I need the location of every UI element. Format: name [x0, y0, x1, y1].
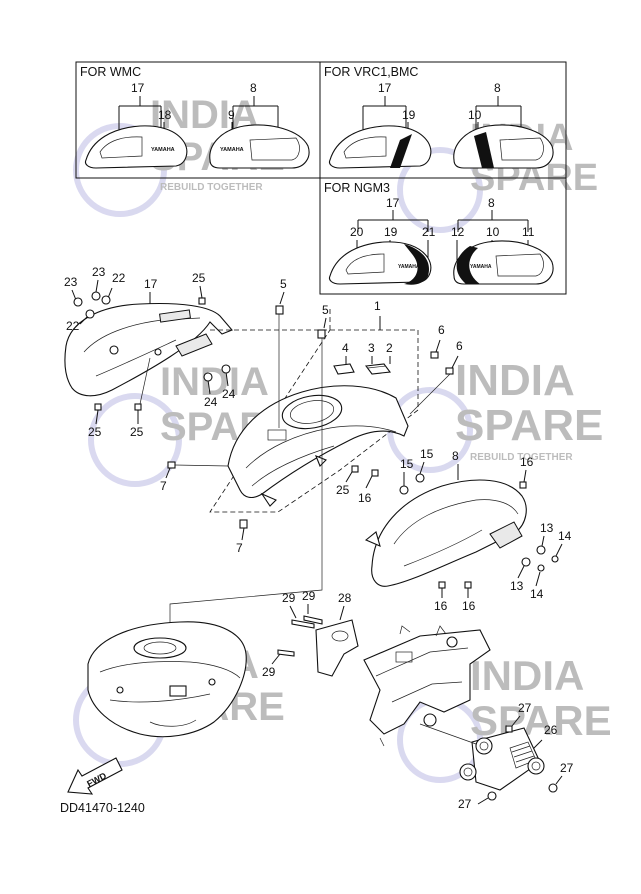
right-cover-assembly: 8 15 15 16 16 16 13 14 13 14: [364, 447, 572, 613]
callout-6: 6: [456, 339, 463, 353]
watermark-line1: INDIA: [470, 652, 584, 699]
callout-17: 17: [386, 196, 400, 210]
fuel-tank: [87, 338, 323, 738]
callout-12: 12: [451, 225, 465, 239]
callout-29: 29: [262, 665, 276, 679]
callout-25: 25: [192, 271, 206, 285]
frame-body: [363, 629, 491, 735]
callout-29: 29: [302, 589, 316, 603]
callout-10: 10: [468, 108, 482, 122]
callout-17: 17: [131, 81, 145, 95]
callout-23: 23: [64, 275, 78, 289]
box-header-ngm3: FOR NGM3: [324, 181, 390, 195]
callout-22: 22: [112, 271, 126, 285]
callout-4: 4: [342, 341, 349, 355]
callout-25: 25: [336, 483, 350, 497]
watermark-right-2: INDIA SPARE REBUILD TOGETHER: [387, 356, 603, 473]
callout-22: 22: [66, 319, 80, 333]
callout-25: 25: [130, 425, 144, 439]
fuel-tank-body: [87, 621, 247, 738]
tank-cover-assembly: 1 4 3 2 5 5 6 6 7: [160, 277, 463, 555]
callout-15: 15: [420, 447, 434, 461]
watermark-line2: SPARE: [455, 401, 603, 450]
callout-17: 17: [378, 81, 392, 95]
callout-24: 24: [222, 387, 236, 401]
callout-1: 1: [374, 299, 381, 313]
callout-8: 8: [494, 81, 501, 95]
frame-section: 28 29 29 29 26 27 27 27: [262, 589, 574, 811]
side-cover-left-vrc: [328, 125, 432, 169]
watermark-tagline: REBUILD TOGETHER: [160, 182, 263, 193]
callout-19: 19: [384, 225, 398, 239]
stripe-decal: [404, 244, 429, 285]
stripe-decal: [456, 246, 480, 284]
diagram-code: DD41470-1240: [60, 801, 145, 815]
callout-24: 24: [204, 395, 218, 409]
callout-27: 27: [458, 797, 472, 811]
callout-13: 13: [510, 579, 524, 593]
callout-11: 11: [522, 225, 535, 239]
callout-21: 21: [422, 225, 436, 239]
callout-23: 23: [92, 265, 106, 279]
callout-8: 8: [488, 196, 495, 210]
callout-26: 26: [544, 723, 558, 737]
callout-25: 25: [88, 425, 102, 439]
callout-27: 27: [518, 701, 532, 715]
variant-box-ngm3: FOR NGM3 17 20 19 21 YAMAHA 8 12 10 11 Y…: [319, 177, 567, 295]
callout-14: 14: [558, 529, 572, 543]
callout-20: 20: [350, 225, 364, 239]
stripe-decal: [474, 132, 494, 168]
bracket-28: [315, 619, 359, 677]
box-header-vrc1-bmc: FOR VRC1,BMC: [324, 65, 418, 79]
callout-6: 6: [438, 323, 445, 337]
callout-5: 5: [280, 277, 287, 291]
callout-27: 27: [560, 761, 574, 775]
left-cover-assembly: 17 23 23 22 22 25 25 25 24: [64, 265, 236, 439]
callout-18: 18: [158, 108, 172, 122]
callout-29: 29: [282, 591, 296, 605]
callout-10: 10: [486, 225, 500, 239]
callout-17: 17: [144, 277, 158, 291]
callout-7: 7: [160, 479, 167, 493]
callout-7: 7: [236, 541, 243, 555]
callout-16: 16: [434, 599, 448, 613]
side-cover-8: [371, 479, 527, 587]
callout-16: 16: [358, 491, 372, 505]
watermark-line1: INDIA: [160, 360, 269, 404]
callout-14: 14: [530, 587, 544, 601]
callout-16: 16: [520, 455, 534, 469]
emblem-yamaha: YAMAHA: [220, 147, 244, 153]
callout-8: 8: [250, 81, 257, 95]
side-cover-right-wmc: [209, 124, 310, 169]
stripe-decal: [390, 134, 412, 168]
watermark-tagline: REBUILD TOGETHER: [470, 452, 573, 463]
variant-box-wmc: FOR WMC 17 18 YAMAHA 8 9 YAMAHA: [75, 61, 321, 179]
callout-3: 3: [368, 341, 375, 355]
box-header-wmc: FOR WMC: [80, 65, 141, 79]
watermark-line1: INDIA: [455, 356, 575, 405]
callout-16: 16: [462, 599, 476, 613]
callout-8: 8: [452, 449, 459, 463]
side-cover-17: [64, 302, 233, 397]
emblem-yamaha: YAMAHA: [470, 264, 492, 270]
callout-9: 9: [228, 108, 235, 122]
callout-5: 5: [322, 303, 329, 317]
variant-box-vrc1-bmc: FOR VRC1,BMC 17 19 8 10: [319, 61, 567, 179]
callout-19: 19: [402, 108, 416, 122]
emblem-yamaha: YAMAHA: [151, 147, 175, 153]
callout-2: 2: [386, 341, 393, 355]
callout-13: 13: [540, 521, 554, 535]
emblem-yamaha: YAMAHA: [398, 264, 420, 270]
callout-15: 15: [400, 457, 414, 471]
callout-28: 28: [338, 591, 352, 605]
fwd-arrow: FWD: [67, 757, 123, 795]
